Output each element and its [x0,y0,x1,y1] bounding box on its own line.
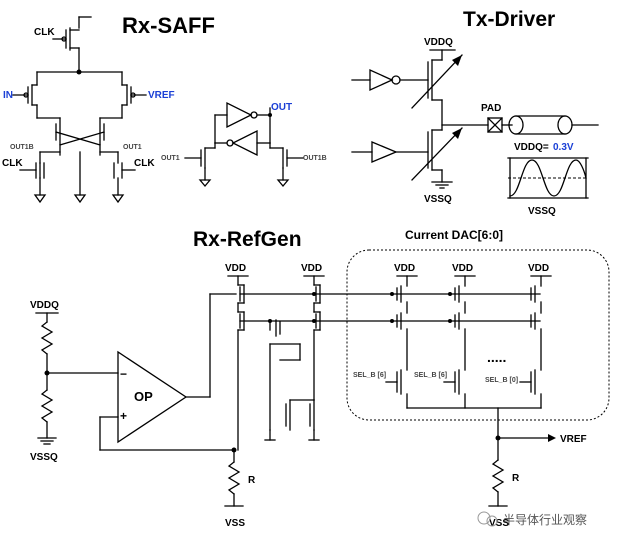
latch-out1-label: OUT1 [161,155,180,162]
refgen-vdd4: VDD [452,263,473,274]
refgen-vdd1: VDD [225,263,246,274]
current-dac-box [346,249,610,421]
refgen-vss-left: VSS [225,518,245,529]
sel-b-0: SEL_B [0] [485,377,518,384]
title-rx-saff: Rx-SAFF [122,13,215,38]
title-tx-driver: Tx-Driver [463,8,555,31]
saff-in-label: IN [3,90,13,101]
wave-vssq-label: VSSQ [528,206,556,217]
saff-out1-label: OUT1 [123,144,142,151]
op-plus: + [120,409,127,423]
tx-vddq-eq: VDDQ= [514,142,549,153]
tx-vddq-val: 0.3V [553,142,574,153]
op-label: OP [134,389,153,404]
tx-pad-label: PAD [481,103,501,114]
refgen-vddq-label: VDDQ [30,300,59,311]
saff-vref-label: VREF [148,90,175,101]
saff-clk-left: CLK [2,158,23,169]
sel-b-6a: SEL_B [6] [353,372,386,379]
saff-clk-right: CLK [134,158,155,169]
rx-saff-circuit: CLK IN VREF OUT1B OUT1 [2,16,175,204]
refgen-r-left: R [248,475,256,486]
tx-vddq-label: VDDQ [424,37,453,48]
tx-vssq-label: VSSQ [424,194,452,205]
refgen-vdd5: VDD [528,263,549,274]
refgen-vref-label: VREF [560,434,587,445]
watermark-text: 半导体行业观察 [503,513,587,527]
saff-clk-top: CLK [34,27,55,38]
refgen-vdd3: VDD [394,263,415,274]
dac-dots: ..... [487,349,506,365]
sel-b-6b: SEL_B [6] [414,372,447,379]
latch-out1b-label: OUT1B [303,155,327,162]
refgen-vdd2: VDD [301,263,322,274]
title-current-dac: Current DAC[6:0] [405,228,503,242]
latch-out-label: OUT [271,102,292,113]
saff-out1b-label: OUT1B [10,144,34,151]
refgen-vss-right: VSS [489,518,509,529]
refgen-r-right: R [512,473,520,484]
rx-saff-latch: OUT OUT1 OUT1B [161,101,327,188]
rx-refgen-circuit: VDDQ VSSQ OP − + VDD [30,249,610,529]
tx-driver-circuit: VDDQ PAD VDDQ= 0.3V [351,37,599,217]
watermark: 半导体行业观察 [477,511,587,527]
title-rx-refgen: Rx-RefGen [193,228,302,251]
op-minus: − [120,367,127,381]
refgen-vssq-label: VSSQ [30,452,58,463]
